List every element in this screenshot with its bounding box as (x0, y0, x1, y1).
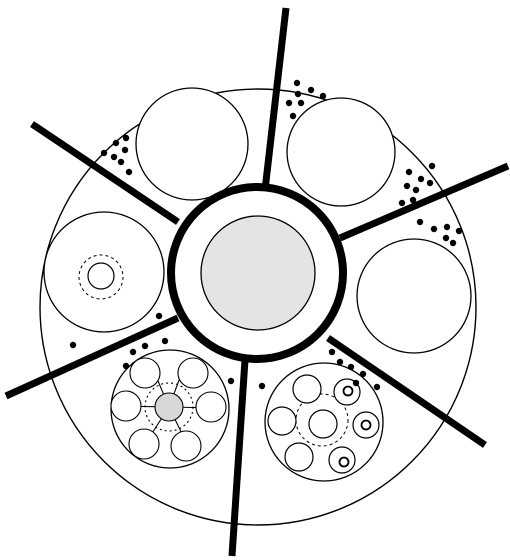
cluster-dot (410, 197, 416, 203)
cluster-dot (123, 135, 129, 141)
cluster-dot (70, 342, 76, 348)
rosette-petal (171, 431, 201, 461)
cluster-dot (111, 154, 117, 160)
cluster-dot (259, 383, 265, 389)
spoke-top (265, 8, 286, 190)
cluster-dot (443, 235, 449, 241)
cluster-dot (374, 384, 380, 390)
cluster-dot (290, 113, 296, 119)
rosette-petal (130, 358, 160, 388)
cluster-dot (431, 226, 437, 232)
cluster-dot (329, 349, 335, 355)
nested-inner-ring (340, 458, 349, 467)
central-core-disc (201, 216, 315, 330)
rosette-petal (111, 391, 141, 421)
rosette-core (155, 393, 183, 421)
cluster-dot (162, 338, 168, 344)
cluster-dot (286, 100, 292, 106)
nested-inner-ring (344, 387, 353, 396)
cluster-dot (360, 371, 366, 377)
cluster-dot (417, 219, 423, 225)
cluster-dot (228, 378, 234, 384)
cluster-dot (348, 364, 354, 370)
cluster-dot (450, 240, 456, 246)
cluster-ring (285, 443, 313, 471)
cluster-dot (123, 363, 129, 369)
rosette-petal (129, 429, 159, 459)
compartment-top (136, 88, 248, 200)
cluster-dot (142, 343, 148, 349)
cluster-dot (308, 87, 314, 93)
cluster-dot (130, 349, 136, 355)
cluster-dot (298, 100, 304, 106)
cluster-ring (268, 407, 296, 435)
cluster-dot (113, 140, 119, 146)
cluster-dot (126, 169, 132, 175)
cluster-dot (413, 187, 419, 193)
cluster-dot (294, 80, 300, 86)
cluster-dot (320, 93, 326, 99)
cluster-dot (404, 183, 410, 189)
cluster-dot (418, 176, 424, 182)
nested-inner-ring (362, 421, 371, 430)
cluster-dot (122, 147, 128, 153)
cluster-dot (295, 91, 301, 97)
cluster-dot (444, 224, 450, 230)
cluster-dot (427, 180, 433, 186)
cluster-dot (429, 163, 435, 169)
cluster-dot (156, 313, 162, 319)
cluster-dot (337, 359, 343, 365)
cluster-ring (293, 375, 321, 403)
cluster-dot (406, 169, 412, 175)
cluster-ring (309, 410, 337, 438)
rosette-petal (196, 392, 226, 422)
cluster-dot (456, 228, 462, 234)
compartment-top-right (287, 98, 395, 206)
small-ring (88, 263, 114, 289)
spoke-bottom (232, 360, 245, 556)
cluster-dot (118, 159, 124, 165)
rosette-petal (178, 358, 208, 388)
compartment-right (357, 239, 471, 353)
cluster-dot (353, 380, 359, 386)
cluster-dot (399, 200, 405, 206)
cluster-dot (101, 150, 107, 156)
